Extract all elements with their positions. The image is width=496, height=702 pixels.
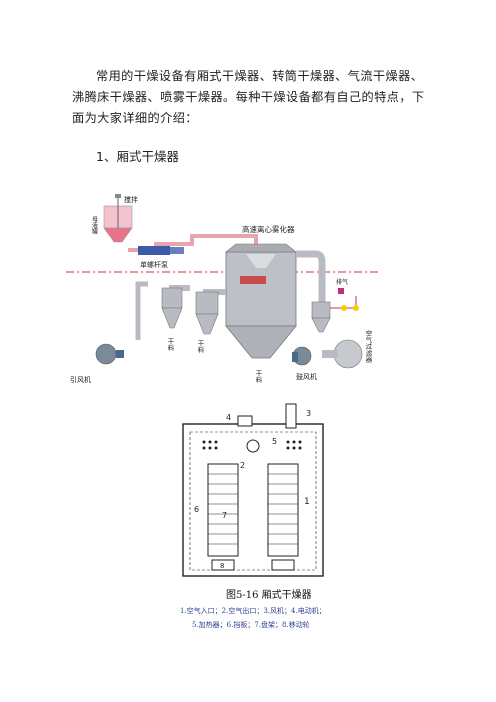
motor-icon [237,415,253,427]
fan-icon [246,439,260,453]
heater-icon-2 [353,305,359,311]
callout-3: 3 [306,409,311,418]
callout-5: 5 [272,437,277,446]
callout-1: 1 [304,497,310,507]
callout-4: 4 [226,413,231,422]
label-dry-material-left: 干料 [166,338,174,353]
heater-icon [341,305,347,311]
label-dry-material: 干料 [254,370,262,385]
air-filter-icon [322,339,363,369]
label-stir: 搅拌 [124,195,138,204]
spray-dryer-diagram: 搅拌 母液罐 单螺杆泵 高速离心雾化器 排气 空气过滤器 鼓风机 [66,194,378,385]
label-atomizer: 高速离心雾化器 [242,224,295,234]
figure-caption-title: 图5-16 厢式干燥器 [226,590,312,601]
induced-fan-icon [95,343,124,365]
figure-caption-legend-1: 1.空气入口；2.空气出口；3.风机；4.电动机； [180,607,326,615]
label-air-filter: 空气过滤器 [364,329,372,364]
label-dry-material-mid: 干料 [196,340,204,355]
callout-2: 2 [240,461,245,470]
cyclone-right-icon [311,301,331,333]
label-induced-fan: 引风机 [70,375,91,384]
callout-7: 7 [222,511,227,520]
label-mother-tank: 母液罐 [91,216,98,235]
label-blower: 鼓风机 [296,372,317,381]
blower-icon [292,346,312,366]
callout-6: 6 [194,505,199,514]
cyclone-middle-icon [195,291,219,335]
wheel-icon-right [271,559,295,571]
callout-8: 8 [220,562,224,570]
section-heading: 1、厢式干燥器 [96,149,179,164]
intro-paragraph: 常用的干燥设备有厢式干燥器、转筒干燥器、气流干燥器、沸腾床干燥器、喷雾干燥器。每… [72,69,425,125]
dryer-tower-icon [225,243,297,359]
label-screw-pump: 单螺杆泵 [140,260,168,269]
tray-dryer-diagram: 1 2 3 4 5 6 7 8 [182,403,324,577]
cyclone-left-icon [161,287,183,329]
mother-tank-icon [103,194,133,243]
wheel-icon-left [211,559,235,571]
figure-caption-legend-2: 5.加热器；6.挡板；7.盘架；8.移动轮 [192,621,310,629]
exhaust-valve-icon [338,288,344,294]
label-exhaust: 排气 [336,278,348,286]
screw-pump-icon [138,246,184,255]
